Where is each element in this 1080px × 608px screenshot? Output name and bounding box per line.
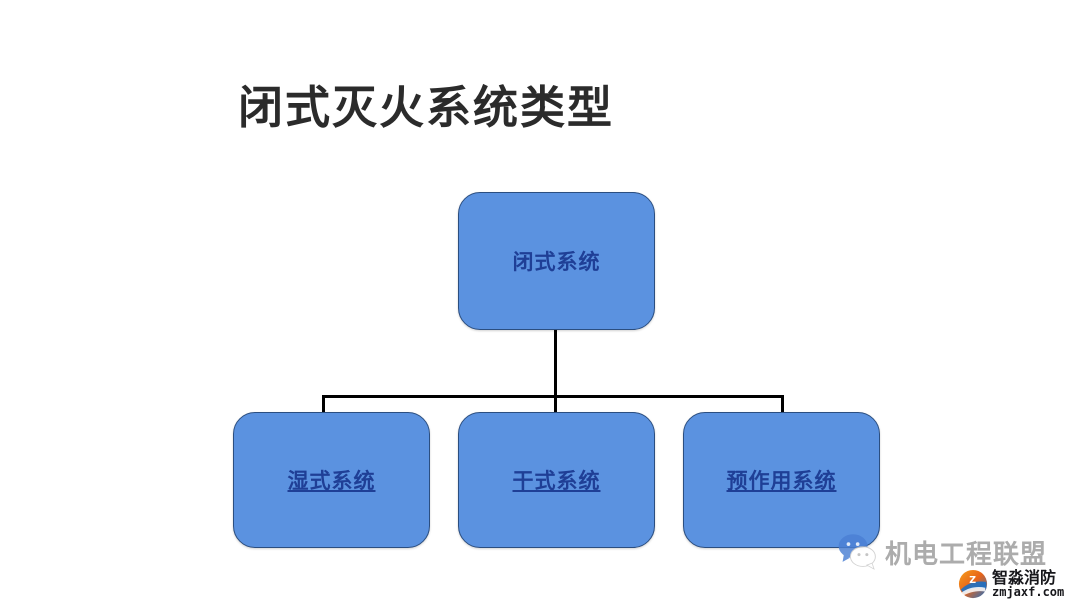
org-node-child-label: 预作用系统 — [726, 468, 837, 493]
org-node-child-label: 湿式系统 — [287, 468, 376, 493]
wechat-watermark: 机电工程联盟 — [836, 531, 1047, 573]
zmjaxf-logo-icon: Z — [958, 569, 988, 599]
org-node-root-label: 闭式系统 — [512, 249, 601, 274]
connector-horizontal-bus — [322, 395, 784, 398]
connector-drop-child-2 — [781, 395, 784, 415]
connector-drop-child-1 — [554, 395, 557, 415]
zmjaxf-text-block: 智淼消防 zmjaxf.com — [992, 567, 1065, 600]
zmjaxf-url-label: zmjaxf.com — [992, 585, 1065, 600]
org-node-root[interactable]: 闭式系统 — [458, 192, 655, 330]
org-node-child-preaction-system[interactable]: 预作用系统 — [683, 412, 880, 548]
page-title: 闭式灭火系统类型 — [238, 81, 615, 134]
org-node-child-label: 干式系统 — [512, 468, 601, 493]
connector-root-vertical — [554, 330, 557, 398]
zmjaxf-watermark: Z 智淼消防 zmjaxf.com — [958, 569, 1064, 599]
connector-drop-child-0 — [322, 395, 325, 415]
svg-text:Z: Z — [969, 575, 976, 586]
org-node-child-wet-system[interactable]: 湿式系统 — [233, 412, 430, 548]
wechat-brand-label: 机电工程联盟 — [885, 539, 1048, 570]
wechat-icon — [838, 534, 876, 570]
zmjaxf-brand-label: 智淼消防 — [992, 567, 1057, 587]
org-node-child-dry-system[interactable]: 干式系统 — [458, 412, 655, 548]
